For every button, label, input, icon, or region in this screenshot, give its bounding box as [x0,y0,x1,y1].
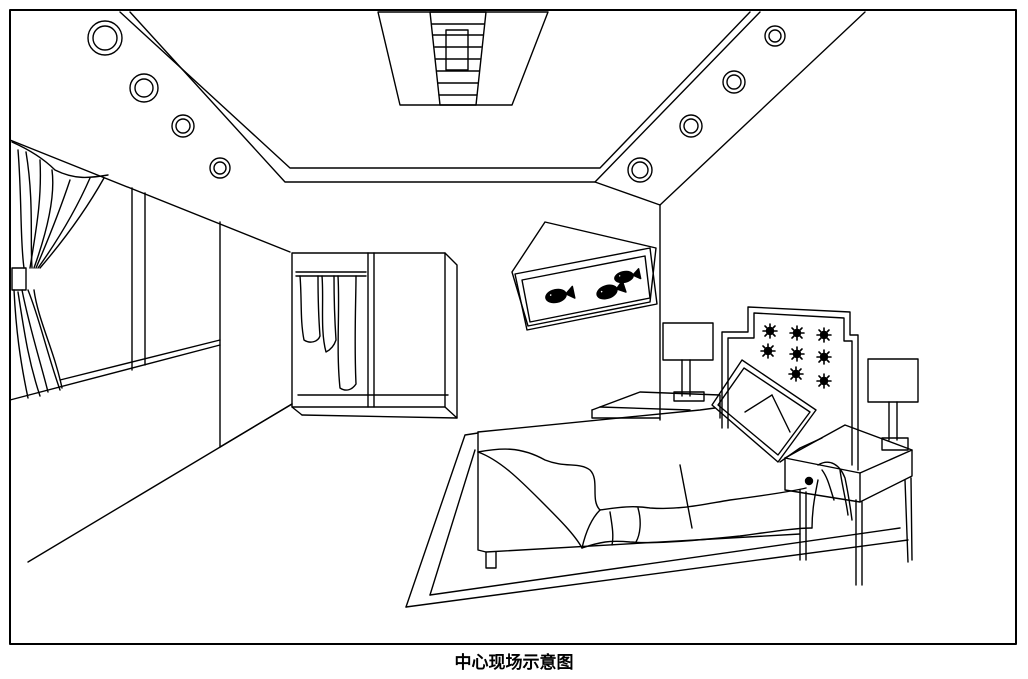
ceiling-lights [87,20,786,183]
flower-icon [789,346,805,362]
ceiling-light-icon [764,25,786,47]
flower-icon [760,343,776,359]
flower-icon [816,349,832,365]
flower-icon [788,366,804,382]
diagram-caption: 中心现场示意图 [454,653,574,673]
left-lamp [662,322,714,402]
flower-icon [816,327,832,343]
drawing-frame [9,9,1017,645]
left-wall [9,139,293,563]
bed [477,407,853,569]
wardrobe [291,252,458,419]
fish-icon [596,280,627,300]
right-nightstand [784,424,913,586]
bedroom-line-drawing [9,9,1017,645]
ceiling-light-icon [209,157,231,179]
flower-icon [789,325,805,341]
ceiling-light-icon [722,70,746,94]
flower-icon [762,323,778,339]
curtain [11,141,109,399]
fish-icon [614,268,642,284]
wall-painting [511,221,658,331]
ceiling-light-icon [679,114,703,138]
ceiling-light-icon [171,114,195,138]
headboard [721,306,859,471]
fish-icon [545,285,576,304]
ceiling [119,11,866,421]
flower-icon [816,373,832,389]
ceiling-light-icon [627,157,653,183]
pillows [711,359,823,463]
rug [405,432,909,608]
ceiling-light-icon [87,20,123,56]
ceiling-vent [377,11,549,106]
ceiling-light-icon [129,73,159,103]
right-lamp [867,358,919,451]
